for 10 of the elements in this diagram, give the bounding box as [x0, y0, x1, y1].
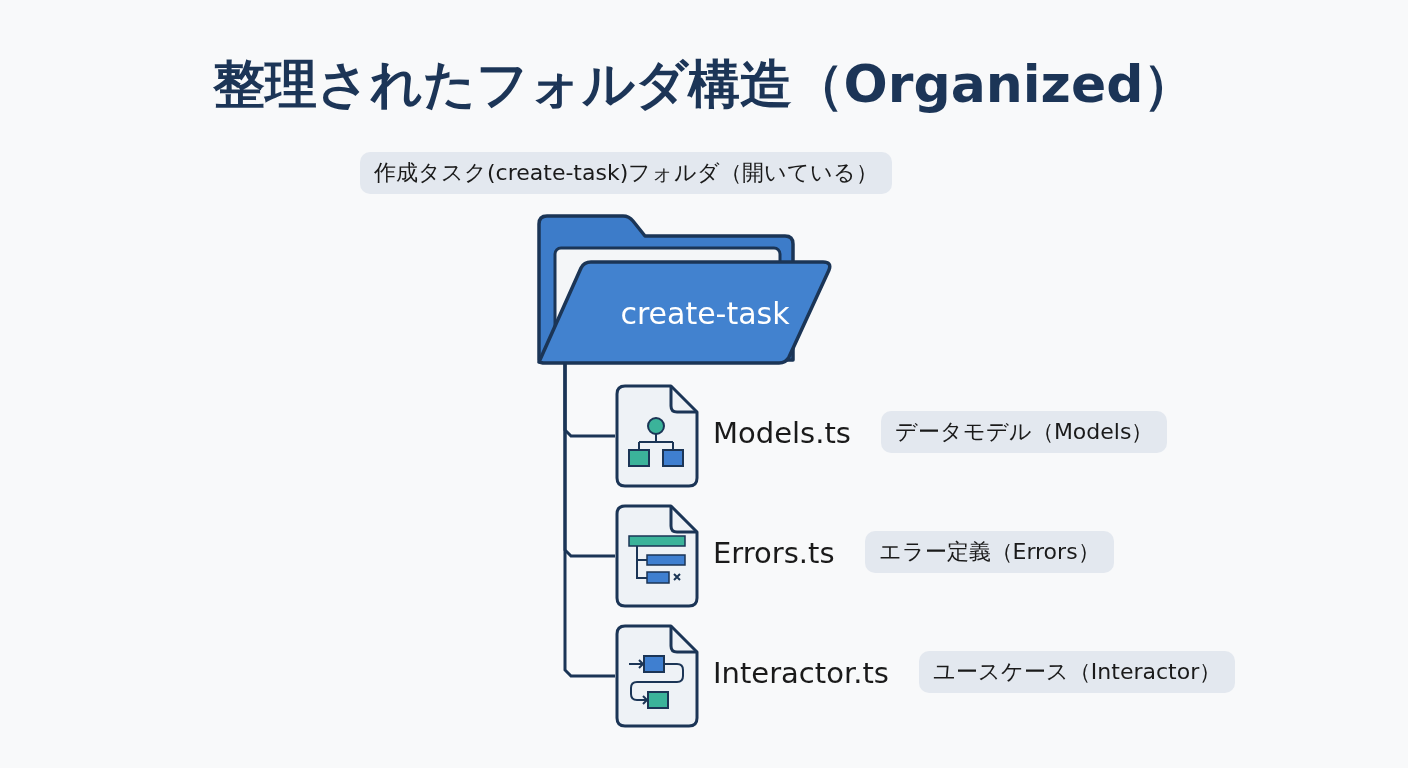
file-description: エラー定義（Errors） [864, 531, 1114, 573]
file-name: Errors.ts [713, 536, 835, 570]
tree-connector [563, 363, 615, 678]
folder-description: 作成タスク(create-task)フォルダ（開いている） [360, 152, 893, 194]
file-name: Models.ts [713, 416, 851, 450]
file-description: データモデル（Models） [880, 411, 1168, 453]
file-name: Interactor.ts [713, 656, 889, 690]
title: 整理されたフォルダ構造（Organized） [211, 53, 1197, 116]
folder-name: create-task [619, 296, 791, 331]
file-description: ユースケース（Interactor） [918, 651, 1236, 693]
